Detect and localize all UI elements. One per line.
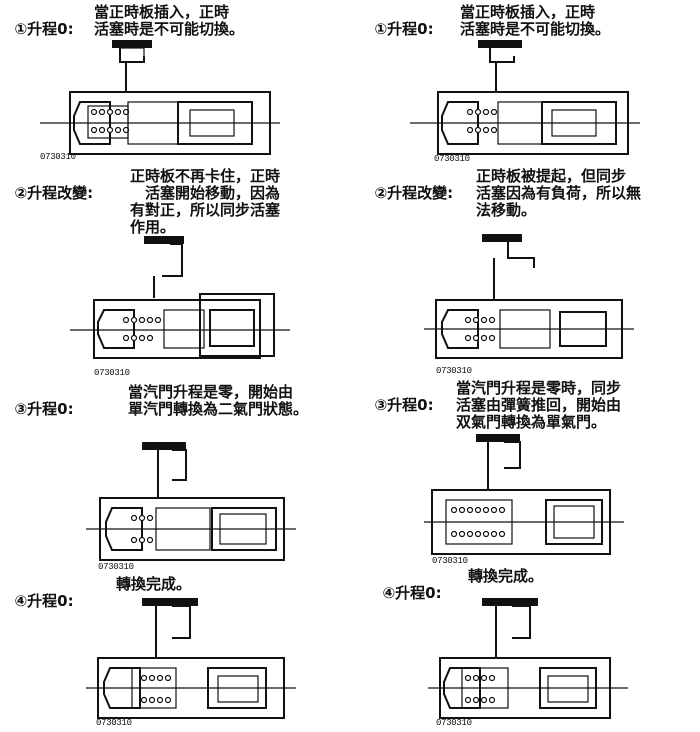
- mechanism-diagram-right-1: [410, 40, 640, 155]
- step-number: ①: [14, 20, 28, 38]
- piston-housing: [97, 309, 135, 349]
- mechanism-diagram-left-1: [40, 40, 280, 155]
- sync-piston: [547, 675, 589, 703]
- caption-line: 轉換完成。: [116, 575, 192, 593]
- mechanism-diagram-left-4: [86, 598, 296, 719]
- step-number: ④: [14, 592, 28, 610]
- caption-line: 活塞因為有負荷，所以無: [476, 184, 642, 202]
- right-step2-text: 正時板被提起，但同步活塞因為有負荷，所以無法移動。: [476, 168, 641, 219]
- left-step4-caption: ④升程0:: [4, 576, 74, 610]
- mechanism-diagram-right-3: [424, 434, 624, 555]
- piston-housing: [441, 309, 479, 349]
- caption-line: 法移動。: [476, 201, 537, 219]
- step-number: ③: [14, 400, 28, 418]
- step-label: 升程0:: [387, 396, 434, 414]
- left-step3-caption: ③升程0:: [4, 384, 74, 418]
- left-step3-text: 當汽門升程是零，開始由單汽門轉換為二氣門狀態。: [128, 384, 308, 418]
- timing-plate: [476, 434, 521, 490]
- right-step4-text: 轉換完成。: [468, 568, 543, 585]
- left-step1-text: 當正時板插入，正時活塞時是不可能切換。: [94, 4, 244, 38]
- left-step2-text: 正時板不再卡住，正時活塞開始移動，因為有對正，所以同步活塞作用。: [130, 168, 280, 236]
- spring-coils: [464, 674, 496, 704]
- caption-line: 双氣門轉換為單氣門。: [456, 413, 607, 431]
- caption-line: 轉換完成。: [468, 567, 544, 585]
- piston-housing: [73, 101, 111, 145]
- step-label: 升程改變:: [387, 184, 454, 202]
- timing-plate: [144, 236, 184, 298]
- step-label: 升程0:: [27, 20, 74, 38]
- mechanism-diagram-right-2: [424, 234, 634, 359]
- figure-code: 0730310: [432, 556, 468, 566]
- piston-housing: [441, 101, 479, 145]
- mechanism-diagram-left-2: [70, 236, 290, 359]
- caption-line: 活塞由彈簧推回，開始由: [456, 396, 622, 414]
- timing-plate: [478, 40, 522, 92]
- figure-code: 0730310: [94, 368, 130, 378]
- timing-plate: [482, 598, 538, 658]
- step-number: ④: [382, 584, 396, 602]
- caption-line: 當正時板插入，正時: [460, 3, 596, 21]
- left-step4-text: 轉換完成。: [116, 576, 191, 593]
- caption-line: 當正時板插入，正時: [94, 3, 230, 21]
- figure-code: 0730310: [434, 154, 470, 164]
- rocker-extension: [199, 293, 275, 357]
- timing-plate: [482, 234, 535, 300]
- step-number: ②: [374, 184, 388, 202]
- spring-coils: [122, 316, 162, 342]
- timing-plate: [142, 442, 187, 498]
- left-step1-caption: ①升程0:: [4, 4, 74, 38]
- figure-code: 0730310: [436, 366, 472, 376]
- right-step2-caption: ②升程改變:: [364, 168, 453, 202]
- spring-coils: [90, 108, 130, 134]
- rocker-body: [93, 299, 261, 359]
- caption-line: 正時板被提起，但同步: [476, 167, 627, 185]
- caption-line: 當汽門升程是零時，同步: [456, 379, 622, 397]
- right-step1-caption: ①升程0:: [364, 4, 434, 38]
- figure-code: 0730310: [40, 152, 76, 162]
- step-number: ②: [14, 184, 28, 202]
- timing-piston: [163, 309, 205, 349]
- right-step3-caption: ③升程0:: [364, 380, 434, 414]
- spring-coils: [464, 316, 496, 342]
- timing-plate: [112, 40, 152, 92]
- caption-line: 正時板不再卡住，正時: [130, 167, 281, 185]
- caption-line: 活塞時是不可能切換。: [460, 20, 611, 38]
- sync-piston: [217, 675, 259, 703]
- step-label: 升程0:: [27, 400, 74, 418]
- caption-line: 作用。: [130, 218, 176, 236]
- step-label: 升程0:: [27, 592, 74, 610]
- left-step2-caption: ②升程改變:: [4, 168, 93, 202]
- caption-line: 活塞開始移動，因為: [145, 184, 281, 202]
- spring-coils: [140, 674, 172, 704]
- caption-line: 活塞時是不可能切換。: [94, 20, 245, 38]
- spring-coils: [130, 514, 154, 544]
- spring-coils: [450, 506, 506, 538]
- right-step1-text: 當正時板插入，正時活塞時是不可能切換。: [460, 4, 610, 38]
- step-label: 升程0:: [395, 584, 442, 602]
- mechanism-diagram-left-3: [86, 442, 296, 561]
- sync-piston: [209, 309, 255, 347]
- figure-code: 0730310: [436, 718, 472, 728]
- caption-line: 當汽門升程是零，開始由: [128, 383, 294, 401]
- piston-housing: [105, 507, 143, 551]
- step-label: 升程0:: [387, 20, 434, 38]
- mechanism-diagram-right-4: [428, 598, 628, 719]
- right-step4-caption: ④升程0:: [372, 568, 442, 602]
- figure-code: 0730310: [96, 718, 132, 728]
- timing-plate: [142, 598, 198, 658]
- spring-coils: [466, 108, 498, 134]
- right-step3-text: 當汽門升程是零時，同步活塞由彈簧推回，開始由双氣門轉換為單氣門。: [456, 380, 621, 431]
- caption-line: 單汽門轉換為二氣門狀態。: [128, 400, 309, 418]
- figure-code: 0730310: [98, 562, 134, 572]
- step-number: ③: [374, 396, 388, 414]
- caption-line: 有對正，所以同步活塞: [130, 201, 281, 219]
- step-label: 升程改變:: [27, 184, 94, 202]
- step-number: ①: [374, 20, 388, 38]
